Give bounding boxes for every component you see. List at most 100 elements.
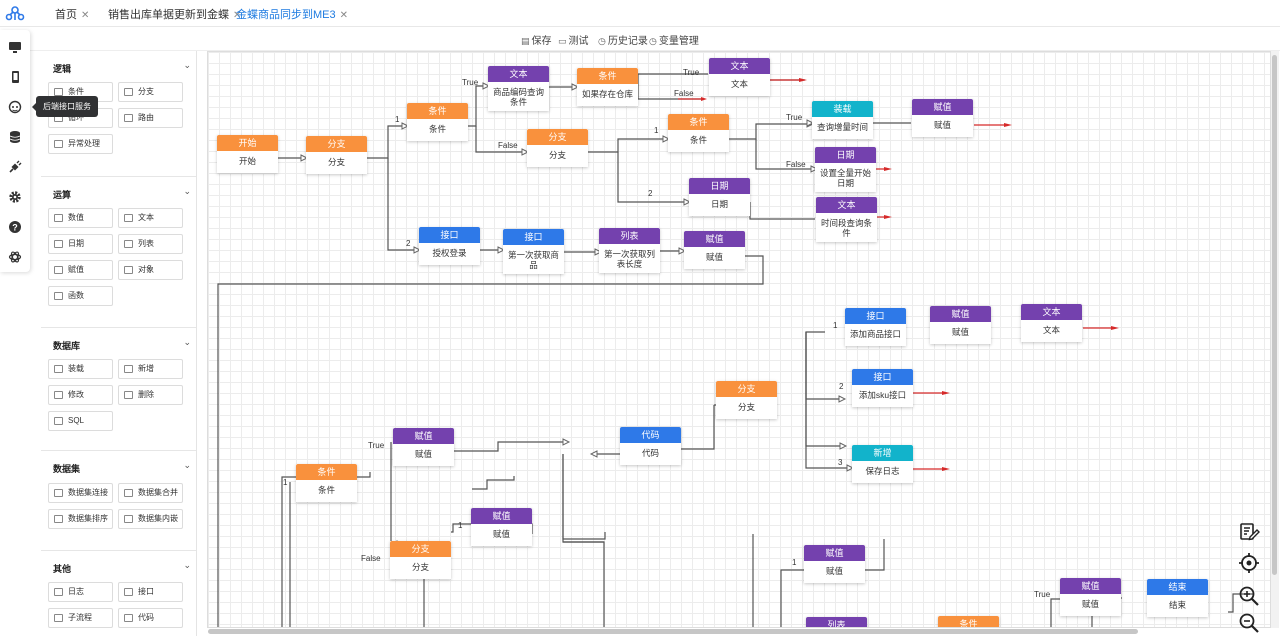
palette-item-route[interactable]: 路由 — [118, 108, 183, 128]
node-type: 条件 — [577, 68, 638, 84]
flow-node-condition[interactable]: 条件条件 — [668, 114, 729, 152]
palette-item-dataset-merge[interactable]: 数据集合并 — [118, 483, 183, 503]
flow-node-list[interactable]: 列表 — [806, 617, 867, 627]
palette-item-list[interactable]: 列表 — [118, 234, 183, 254]
flow-node-api[interactable]: 接口授权登录 — [419, 227, 480, 265]
help-icon[interactable]: ? — [6, 218, 24, 236]
flow-node-text[interactable]: 文本文本 — [1021, 304, 1082, 342]
tab-sales-outbound[interactable]: 销售出库单据更新到金蝶✕ — [108, 6, 241, 22]
flow-node-assign[interactable]: 赋值赋值 — [471, 508, 532, 546]
palette-item-delete[interactable]: 删除 — [118, 385, 183, 405]
flow-node-text[interactable]: 文本文本 — [709, 58, 770, 96]
palette-item-insert[interactable]: 新增 — [118, 359, 183, 379]
flow-node-date[interactable]: 日期日期 — [689, 178, 750, 216]
palette-item-sql[interactable]: SQL — [48, 411, 113, 431]
flow-node-load[interactable]: 装载查询增量时间 — [812, 101, 873, 139]
flow-node-start[interactable]: 开始开始 — [217, 135, 278, 173]
palette-item-branch[interactable]: 分支 — [118, 82, 183, 102]
vertical-scrollbar[interactable] — [1272, 55, 1277, 575]
palette-item-object[interactable]: 对象 — [118, 260, 183, 280]
history-button[interactable]: ◷历史记录 — [598, 32, 648, 47]
close-icon[interactable]: ✕ — [81, 10, 90, 21]
palette-item-exception[interactable]: 异常处理 — [48, 134, 113, 154]
item-label: 代码 — [138, 613, 154, 622]
flow-node-insert[interactable]: 新增保存日志 — [852, 445, 913, 483]
database-icon[interactable] — [6, 128, 24, 146]
save-icon: ▤ — [521, 36, 530, 46]
item-label: 日期 — [68, 239, 84, 248]
chevron-down-icon[interactable]: ⌄ — [183, 460, 191, 470]
monitor-icon[interactable] — [6, 38, 24, 56]
test-button[interactable]: ▭测试 — [558, 32, 589, 47]
flow-node-code[interactable]: 代码代码 — [620, 427, 681, 465]
flow-node-assign[interactable]: 赋值赋值 — [1060, 578, 1121, 616]
tab-kingdee-sync[interactable]: 金蝶商品同步到ME3✕ — [236, 6, 348, 22]
palette-item-dataset-join[interactable]: 数据集连接 — [48, 483, 113, 503]
edit-icon[interactable] — [1238, 521, 1260, 543]
palette-item-log[interactable]: 日志 — [48, 582, 113, 602]
openai-icon[interactable] — [6, 248, 24, 266]
item-label: 赋值 — [68, 265, 84, 274]
flow-node-condition[interactable]: 条件条件 — [407, 103, 468, 141]
flow-node-text[interactable]: 文本商品编码查询条件 — [488, 66, 549, 111]
flow-node-end[interactable]: 结束结束 — [1147, 579, 1208, 617]
zoom-in-icon[interactable] — [1238, 585, 1260, 607]
zoom-out-icon[interactable] — [1238, 612, 1260, 634]
palette-item-function[interactable]: 函数 — [48, 286, 113, 306]
flow-node-branch[interactable]: 分支分支 — [390, 541, 451, 579]
locate-icon[interactable] — [1238, 552, 1260, 574]
flow-node-api[interactable]: 接口添加商品接口 — [845, 308, 906, 346]
palette-item-subflow[interactable]: 子流程 — [48, 608, 113, 628]
flow-node-api[interactable]: 接口添加sku接口 — [852, 369, 913, 407]
flow-canvas[interactable]: 开始开始 分支分支 条件条件 文本商品编码查询条件 条件如果存在仓库 文本文本 … — [207, 51, 1271, 628]
palette-item-dataset-nest[interactable]: 数据集内嵌 — [118, 509, 183, 529]
flow-node-condition[interactable]: 条件 — [938, 616, 999, 627]
service-robot-icon[interactable] — [6, 98, 24, 116]
svg-text:?: ? — [12, 223, 18, 233]
palette-item-text[interactable]: 文本 — [118, 208, 183, 228]
mobile-icon[interactable] — [6, 68, 24, 86]
palette-item-code[interactable]: 代码 — [118, 608, 183, 628]
flow-node-branch[interactable]: 分支分支 — [527, 129, 588, 167]
chevron-down-icon[interactable]: ⌄ — [183, 560, 191, 570]
palette-item-date[interactable]: 日期 — [48, 234, 113, 254]
node-type: 赋值 — [1060, 578, 1121, 594]
tab-home[interactable]: 首页✕ — [55, 6, 89, 22]
horizontal-scrollbar[interactable] — [208, 629, 1138, 634]
node-type: 条件 — [296, 464, 357, 480]
gear-icon[interactable] — [6, 188, 24, 206]
flow-node-branch[interactable]: 分支分支 — [306, 136, 367, 174]
chevron-down-icon[interactable]: ⌄ — [183, 60, 191, 70]
save-button[interactable]: ▤保存 — [521, 32, 552, 47]
plug-icon[interactable] — [6, 158, 24, 176]
variables-button[interactable]: ◷变量管理 — [649, 32, 699, 47]
item-label: 函数 — [68, 291, 84, 300]
flow-node-condition[interactable]: 条件如果存在仓库 — [577, 68, 638, 106]
flow-node-condition[interactable]: 条件条件 — [296, 464, 357, 502]
flow-node-branch[interactable]: 分支分支 — [716, 381, 777, 419]
flow-node-assign[interactable]: 赋值赋值 — [393, 428, 454, 466]
flow-node-assign[interactable]: 赋值赋值 — [912, 99, 973, 137]
palette-item-number[interactable]: 数值 — [48, 208, 113, 228]
flow-node-api[interactable]: 接口第一次获取商品 — [503, 229, 564, 274]
flow-node-text[interactable]: 文本时间段查询条件 — [816, 197, 877, 242]
palette-item-load[interactable]: 装载 — [48, 359, 113, 379]
palette-item-assign[interactable]: 赋值 — [48, 260, 113, 280]
palette-item-update[interactable]: 修改 — [48, 385, 113, 405]
flow-node-assign[interactable]: 赋值赋值 — [684, 231, 745, 269]
rail-tooltip: 后端接口服务 — [32, 96, 98, 117]
close-icon[interactable]: ✕ — [339, 10, 349, 21]
close-icon[interactable]: ✕ — [233, 10, 242, 21]
item-label: 接口 — [138, 587, 154, 596]
flow-node-list[interactable]: 列表第一次获取列表长度 — [599, 228, 660, 273]
palette-item-dataset-sort[interactable]: 数据集排序 — [48, 509, 113, 529]
palette-item-api[interactable]: 接口 — [118, 582, 183, 602]
flow-node-date[interactable]: 日期设置全量开始日期 — [815, 147, 876, 192]
flow-node-assign[interactable]: 赋值赋值 — [930, 306, 991, 344]
item-label: 删除 — [138, 390, 154, 399]
flow-node-assign[interactable]: 赋值赋值 — [804, 545, 865, 583]
chevron-down-icon[interactable]: ⌄ — [183, 186, 191, 196]
chevron-down-icon[interactable]: ⌄ — [183, 337, 191, 347]
node-type: 赋值 — [912, 99, 973, 115]
edge-label: False — [786, 160, 806, 169]
